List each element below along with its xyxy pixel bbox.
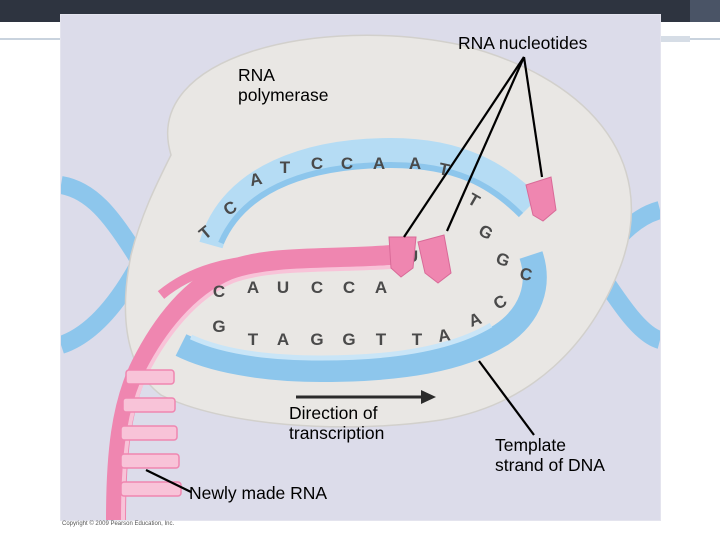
rna-tail-rung	[125, 369, 175, 385]
base-top-strand: A	[373, 154, 385, 173]
pointer-line-template	[478, 360, 535, 436]
transcription-diagram: ATCCAATTCTGGCCAUCCAGTAGGTTAACUUA	[61, 34, 660, 520]
base-top-strand: T	[437, 159, 452, 180]
rna-strand-edge	[157, 255, 272, 299]
base-rna-strand: U	[277, 278, 289, 297]
free-nucleotide-tag	[388, 236, 417, 278]
dna-template-strand	[175, 251, 547, 383]
base-template-bottom: A	[277, 330, 289, 349]
base-template-bottom: T	[412, 330, 423, 349]
rna-tail-rung	[120, 481, 182, 497]
label-rna-polymerase: RNA polymerase	[238, 65, 329, 105]
transcription-diagram-panel: ATCCAATTCTGGCCAUCCAGTAGGTTAACUUA RNA nuc…	[61, 15, 660, 520]
base-template-bottom: G	[212, 317, 225, 336]
rna-tail-rung	[120, 453, 180, 469]
label-template-strand: Template strand of DNA	[495, 435, 605, 475]
pointer-line-nucleotide-3	[522, 56, 544, 178]
dna-nontemplate-strand-edge	[218, 161, 524, 245]
base-rna-strand: C	[213, 282, 225, 301]
base-template-bottom: G	[342, 330, 355, 349]
base-top-strand: C	[341, 154, 353, 173]
base-rna-strand: A	[375, 278, 387, 297]
base-template-bottom: T	[248, 330, 259, 349]
slide-top-bar-accent	[690, 0, 720, 22]
base-rna-strand: A	[247, 278, 259, 297]
base-rna-strand: C	[311, 278, 323, 297]
slide-header-tab	[660, 36, 690, 42]
base-template-bottom: A	[436, 325, 451, 346]
dna-nontemplate-strand	[199, 137, 540, 249]
base-template-bottom: T	[376, 330, 387, 349]
rna-tail-rung	[120, 425, 178, 441]
direction-arrow-head	[421, 390, 436, 404]
label-newly-made-rna: Newly made RNA	[189, 483, 328, 503]
base-template-bottom: G	[310, 330, 323, 349]
base-top-strand: A	[409, 154, 421, 173]
base-top-strand: C	[311, 154, 323, 173]
pointer-line-nucleotide-2	[445, 56, 526, 232]
label-direction-of-transcription: Direction of transcription	[289, 403, 385, 443]
dna-template-strand-highlight	[189, 322, 493, 361]
rna-tail-rung	[122, 397, 176, 413]
label-rna-nucleotides: RNA nucleotides	[458, 33, 588, 53]
free-nucleotide-tags	[388, 176, 557, 284]
pointer-line-nucleotide-1	[403, 56, 525, 238]
base-template-right-arc: A	[466, 309, 484, 331]
pointer-line-rna	[145, 469, 192, 493]
base-top-strand: A	[248, 169, 264, 190]
base-rna-strand: C	[343, 278, 355, 297]
base-top-strand: T	[280, 158, 291, 177]
base-top-right-arc: G	[493, 249, 512, 271]
base-top-right-arc: C	[518, 264, 533, 285]
free-nucleotide-tag	[525, 176, 557, 222]
free-nucleotide-tag	[417, 234, 452, 284]
copyright-notice: Copyright © 2009 Pearson Education, Inc.	[62, 521, 175, 527]
